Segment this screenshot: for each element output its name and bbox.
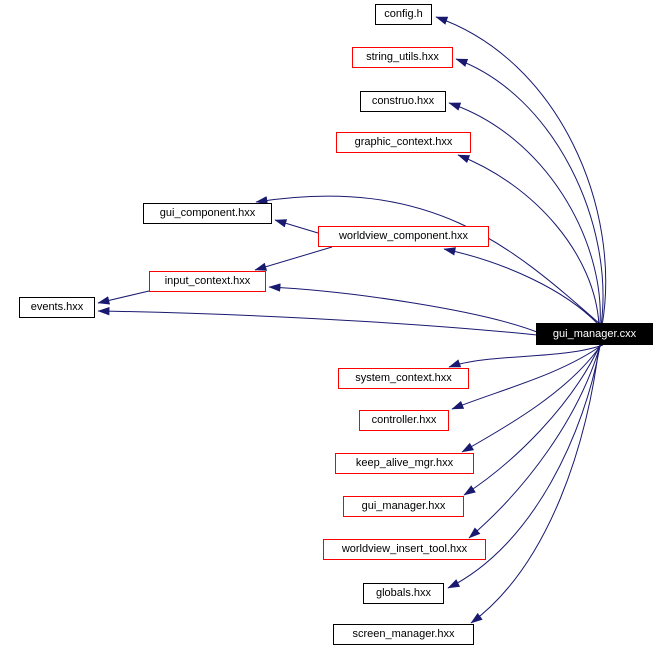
edge-worldview_component.hxx-to-input_context.hxx [254, 246, 333, 271]
edge-gui_manager.cxx-to-gui_manager.hxx [463, 344, 601, 496]
edge-input_context.hxx-to-events.hxx [97, 290, 150, 305]
edge-gui_manager.cxx-to-string_utils.hxx [455, 58, 604, 327]
edge-gui_manager.cxx-to-graphic_context.hxx [457, 154, 600, 326]
node-gui-component-hxx[interactable]: gui_component.hxx [143, 203, 272, 224]
node-input-context-hxx[interactable]: input_context.hxx [149, 271, 266, 292]
node-graphic-context-hxx[interactable]: graphic_context.hxx [336, 132, 471, 153]
node-screen-manager-hxx[interactable]: screen_manager.hxx [333, 624, 474, 645]
edge-gui_manager.cxx-to-config.h [435, 16, 607, 327]
node-construo-hxx[interactable]: construo.hxx [360, 91, 446, 112]
edge-gui_manager.cxx-to-keep_alive_mgr.hxx [461, 344, 602, 453]
node-system-context-hxx[interactable]: system_context.hxx [338, 368, 469, 389]
edge-gui_manager.cxx-to-input_context.hxx [268, 283, 538, 333]
node-keep-alive-mgr-hxx[interactable]: keep_alive_mgr.hxx [335, 453, 474, 474]
node-config-h[interactable]: config.h [375, 4, 432, 25]
edge-gui_manager.cxx-to-controller.hxx [451, 344, 603, 410]
edge-gui_manager.cxx-to-globals.hxx [447, 345, 601, 589]
edge-gui_manager.cxx-to-events.hxx [97, 306, 538, 336]
edge-gui_manager.cxx-to-worldview_component.hxx [443, 247, 599, 325]
node-events-hxx[interactable]: events.hxx [19, 297, 95, 318]
node-globals-hxx[interactable]: globals.hxx [363, 583, 444, 604]
edge-gui_manager.cxx-to-worldview_insert_tool.hxx [468, 345, 601, 539]
node-string-utils-hxx[interactable]: string_utils.hxx [352, 47, 453, 68]
edge-gui_manager.cxx-to-gui_component.hxx [255, 195, 601, 325]
node-gui-manager-cxx-root: gui_manager.cxx [536, 323, 653, 345]
edge-gui_manager.cxx-to-screen_manager.hxx [470, 345, 600, 624]
node-worldview-component-hxx[interactable]: worldview_component.hxx [318, 226, 489, 247]
node-controller-hxx[interactable]: controller.hxx [359, 410, 449, 431]
edge-worldview_component.hxx-to-gui_component.hxx [274, 219, 319, 234]
edge-gui_manager.cxx-to-construo.hxx [448, 102, 601, 326]
node-gui-manager-hxx[interactable]: gui_manager.hxx [343, 496, 464, 517]
node-worldview-insert-tool-hxx[interactable]: worldview_insert_tool.hxx [323, 539, 486, 560]
edge-gui_manager.cxx-to-system_context.hxx [448, 344, 604, 368]
